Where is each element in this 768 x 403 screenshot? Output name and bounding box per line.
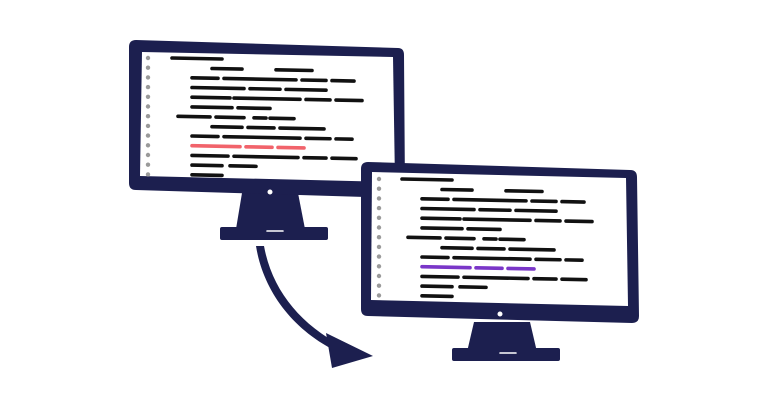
code-segment bbox=[232, 96, 302, 102]
line-number-dot bbox=[145, 172, 151, 177]
line-number-dot bbox=[376, 215, 382, 220]
right-monitor-power-icon bbox=[496, 310, 504, 318]
code-segment bbox=[190, 76, 220, 81]
code-segment bbox=[458, 285, 488, 290]
line-number-dot bbox=[376, 283, 382, 288]
line-number-dot bbox=[376, 235, 382, 240]
line-number-dot bbox=[376, 293, 382, 298]
highlighted-code-segment bbox=[244, 144, 274, 150]
line-number-dot bbox=[145, 65, 151, 70]
code-segment bbox=[476, 246, 506, 251]
code-segment bbox=[420, 197, 450, 202]
line-number-dot bbox=[376, 176, 382, 182]
line-number-dot bbox=[376, 264, 382, 269]
code-segment bbox=[214, 115, 246, 120]
code-segment bbox=[190, 85, 246, 91]
code-segment bbox=[236, 106, 272, 111]
highlighted-code-segment bbox=[506, 266, 536, 271]
line-number-dot bbox=[145, 152, 151, 158]
code-segment bbox=[190, 163, 224, 168]
code-segment bbox=[508, 247, 556, 252]
code-segment bbox=[334, 98, 364, 103]
code-segment bbox=[420, 206, 476, 212]
line-number-dot bbox=[145, 123, 151, 129]
code-segment bbox=[420, 226, 464, 231]
code-segment bbox=[222, 134, 302, 140]
line-number-dot bbox=[145, 162, 151, 167]
right-monitor bbox=[361, 162, 639, 361]
arrow-head bbox=[326, 333, 373, 368]
code-segment bbox=[246, 125, 276, 130]
code-segment bbox=[514, 208, 558, 213]
code-segment bbox=[462, 275, 530, 281]
line-number-dot bbox=[145, 133, 151, 138]
code-segment bbox=[420, 274, 460, 279]
code-segment bbox=[274, 67, 314, 73]
line-number-dot bbox=[376, 205, 382, 211]
line-number-dot bbox=[145, 94, 151, 100]
code-segment bbox=[564, 219, 594, 224]
code-segment bbox=[190, 105, 234, 110]
code-segment bbox=[190, 95, 232, 100]
line-number-dot bbox=[145, 75, 151, 80]
code-segment bbox=[452, 197, 528, 203]
code-segment bbox=[452, 255, 532, 261]
code-segment bbox=[222, 76, 298, 82]
code-segment bbox=[444, 236, 476, 241]
right-monitor-base bbox=[452, 348, 560, 361]
code-segment bbox=[210, 66, 244, 71]
line-number-dot bbox=[376, 273, 382, 279]
left-monitor bbox=[129, 40, 405, 240]
line-number-dot bbox=[376, 225, 382, 230]
code-segment bbox=[440, 187, 474, 192]
code-segment bbox=[232, 154, 300, 160]
code-segment bbox=[278, 126, 326, 131]
line-number-dot bbox=[376, 196, 382, 201]
code-segment bbox=[406, 235, 442, 240]
code-segment bbox=[284, 87, 328, 92]
line-number-dot bbox=[376, 254, 382, 259]
code-segment bbox=[190, 134, 220, 139]
line-number-dot bbox=[145, 104, 151, 109]
highlighted-code-segment bbox=[474, 265, 504, 271]
code-segment bbox=[466, 227, 502, 232]
highlighted-code-segment bbox=[276, 145, 306, 150]
right-line-numbers bbox=[376, 176, 382, 298]
code-segment bbox=[248, 86, 282, 92]
code-segment bbox=[210, 124, 244, 130]
line-number-dot bbox=[145, 55, 151, 61]
left-monitor-power-icon bbox=[266, 188, 274, 196]
left-code-lines bbox=[170, 56, 364, 178]
code-segment bbox=[440, 245, 474, 251]
code-segment bbox=[420, 284, 454, 289]
highlighted-code-segment bbox=[190, 143, 242, 149]
code-segment bbox=[170, 56, 224, 61]
left-monitor-stand bbox=[236, 193, 305, 229]
line-number-dot bbox=[145, 84, 151, 90]
code-segment bbox=[176, 114, 212, 119]
line-number-dot bbox=[376, 186, 382, 191]
code-segment bbox=[228, 164, 258, 169]
line-number-dot bbox=[376, 244, 382, 250]
code-segment bbox=[462, 217, 532, 223]
code-segment bbox=[400, 177, 454, 182]
right-monitor-stand bbox=[467, 322, 537, 352]
left-monitor-screen bbox=[140, 52, 395, 182]
code-segment bbox=[420, 216, 462, 221]
code-segment bbox=[420, 255, 450, 260]
right-code-lines bbox=[400, 177, 594, 299]
code-segment bbox=[190, 153, 230, 158]
highlighted-code-segment bbox=[420, 264, 472, 270]
code-segment bbox=[504, 188, 544, 194]
curved-arrow-icon bbox=[256, 246, 373, 368]
left-line-numbers bbox=[145, 55, 151, 177]
code-segment bbox=[420, 293, 454, 299]
left-monitor-base bbox=[220, 227, 328, 240]
code-segment bbox=[478, 207, 512, 213]
line-number-dot bbox=[145, 114, 151, 119]
code-segment bbox=[190, 173, 224, 178]
line-number-dot bbox=[145, 143, 151, 148]
